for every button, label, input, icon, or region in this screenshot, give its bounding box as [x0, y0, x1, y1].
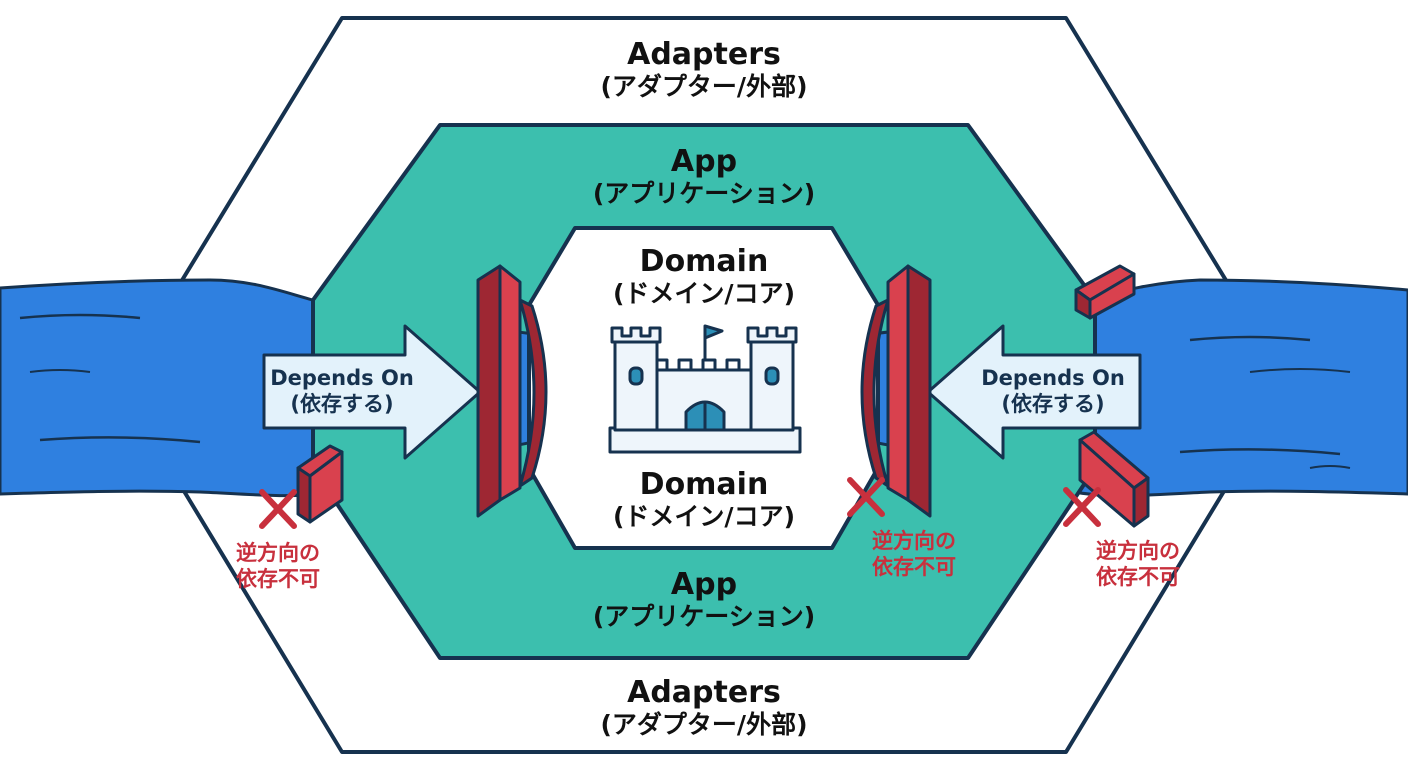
river-wave	[19, 313, 141, 320]
app-title: App	[670, 567, 738, 602]
warning-line1: 逆方向の	[1096, 539, 1180, 563]
barrier-wall-icon	[476, 264, 548, 518]
app-subtitle: (アプリケーション)	[592, 602, 816, 631]
river-wave	[29, 369, 91, 373]
barrier-wall-icon	[1078, 430, 1150, 528]
arrow-left-line1: Depends On	[270, 366, 414, 390]
river-wave	[39, 436, 201, 444]
barrier-wall-icon	[296, 444, 344, 524]
cross-mark-icon	[1063, 487, 1101, 527]
domain-title: Domain	[639, 467, 769, 502]
app-subtitle: (アプリケーション)	[592, 179, 816, 208]
arrow-depends-on-left	[262, 324, 482, 460]
adapters-title: Adapters	[627, 675, 781, 710]
domain-subtitle: (ドメイン/コア)	[613, 502, 795, 531]
adapters-title: Adapters	[627, 37, 781, 72]
arrow-right-label: Depends On (依存する)	[981, 365, 1125, 417]
arrow-depends-on-right	[926, 324, 1142, 460]
adapters-label-top: Adapters (アダプター/外部)	[601, 38, 808, 102]
river-wave	[1189, 335, 1311, 342]
castle-icon	[608, 324, 802, 454]
river-wave	[1249, 368, 1351, 373]
domain-label-bottom: Domain (ドメイン/コア)	[613, 468, 795, 532]
warning-label-right: 逆方向の 依存不可	[1096, 538, 1180, 590]
warning-line2: 依存不可	[236, 567, 320, 591]
river-wave	[1179, 448, 1341, 456]
barrier-wall-icon	[860, 264, 932, 518]
arrow-left-label: Depends On (依存する)	[270, 365, 414, 417]
arrow-left-line2: (依存する)	[290, 392, 394, 416]
barrier-wall-icon	[1074, 264, 1136, 320]
warning-label-center-right: 逆方向の 依存不可	[872, 528, 956, 580]
domain-title: Domain	[639, 244, 769, 279]
arrow-right-line2: (依存する)	[1001, 392, 1105, 416]
adapters-subtitle: (アダプター/外部)	[600, 710, 808, 739]
warning-label-left: 逆方向の 依存不可	[236, 540, 320, 592]
warning-line2: 依存不可	[1096, 565, 1180, 589]
app-title: App	[670, 144, 738, 179]
warning-line1: 逆方向の	[872, 529, 956, 553]
arrow-right-line1: Depends On	[981, 366, 1125, 390]
adapters-subtitle: (アダプター/外部)	[600, 72, 808, 101]
app-label-top: App (アプリケーション)	[593, 145, 815, 209]
domain-subtitle: (ドメイン/コア)	[613, 279, 795, 308]
app-label-bottom: App (アプリケーション)	[593, 568, 815, 632]
cross-mark-icon	[259, 489, 297, 529]
river-wave	[1309, 465, 1351, 469]
adapters-label-bottom: Adapters (アダプター/外部)	[601, 676, 808, 740]
domain-label-top: Domain (ドメイン/コア)	[613, 245, 795, 309]
cross-mark-icon	[847, 477, 885, 517]
warning-line2: 依存不可	[872, 555, 956, 579]
warning-line1: 逆方向の	[236, 541, 320, 565]
